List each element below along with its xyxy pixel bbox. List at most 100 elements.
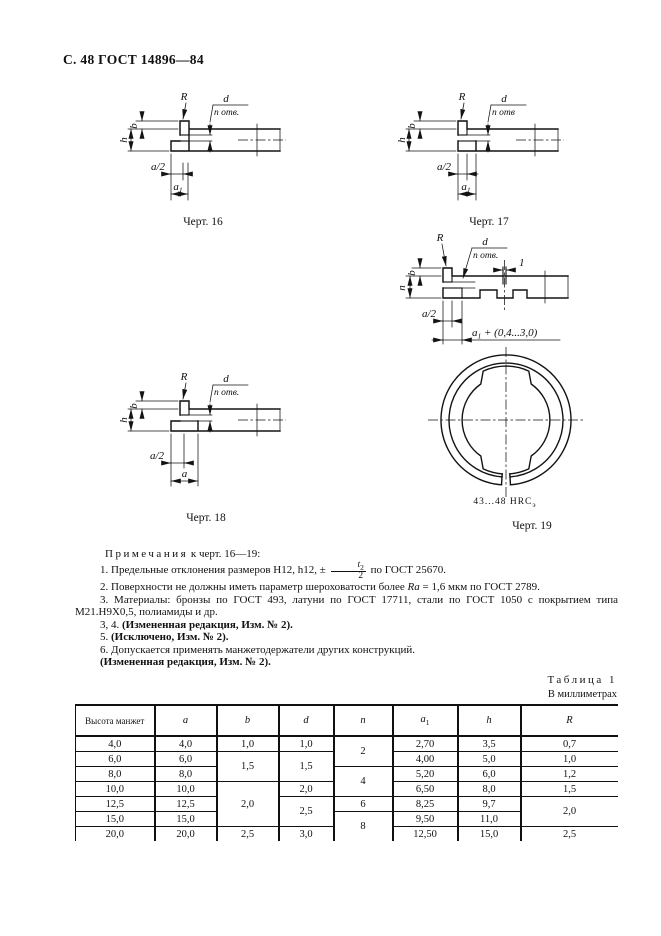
column-header-b: b xyxy=(215,705,279,737)
label-d: d xyxy=(223,373,229,385)
label-n-holes: n отв. xyxy=(473,251,498,261)
table-cell: 1,2 xyxy=(519,766,618,782)
label-d: d xyxy=(482,236,488,248)
table-cell: 1,0 xyxy=(519,751,618,767)
table-cell: 4,0 xyxy=(153,735,217,752)
table-cell: 2,5 xyxy=(277,796,334,827)
table-units: В миллиметрах xyxy=(547,689,617,700)
table-cell: 15,0 xyxy=(456,826,521,841)
table-row: 12,5 12,5 2,5 6 8,25 9,7 2,0 xyxy=(75,796,618,827)
table-cell: 2,0 xyxy=(519,796,618,827)
table-title: Таблица 1 xyxy=(547,674,617,686)
table-cell: 4,00 xyxy=(391,751,458,767)
table-cell: 8,25 xyxy=(391,796,458,812)
notes-title: Примечания к черт. 16—19: xyxy=(105,548,261,560)
fig18-drawing: R d n отв. b h a/2 a xyxy=(120,371,286,487)
table-cell: 9,50 xyxy=(391,811,458,827)
table-cell: 20,0 xyxy=(75,826,155,841)
dimensions-table: Высота манжет a b d n a1 h R 4,0 4,0 1,0… xyxy=(75,704,618,841)
label-R: R xyxy=(180,371,188,383)
table-cell: 15,0 xyxy=(153,811,217,827)
table-cell: 15,0 xyxy=(75,811,155,827)
profile-outline xyxy=(170,120,286,157)
label-a-half: a/2 xyxy=(150,450,165,462)
table-cell: 1,5 xyxy=(519,781,618,797)
label-a1: a1 xyxy=(173,181,182,195)
table-cell: 6,0 xyxy=(456,766,521,782)
table-cell: 3,0 xyxy=(277,826,334,841)
table-cell: 1,5 xyxy=(215,751,279,782)
table-cell: 6,50 xyxy=(391,781,458,797)
table-cell: 20,0 xyxy=(153,826,217,841)
note-line-6b: (Измененная редакция, Изм. № 2). xyxy=(100,656,271,669)
table-cell: 2,0 xyxy=(277,781,334,797)
table-cell: 10,0 xyxy=(75,781,155,797)
label-a-half: a/2 xyxy=(437,161,452,173)
fig17-caption: Черт. 17 xyxy=(469,216,509,228)
dim-labels: R d n отв b h a/2 a1 xyxy=(398,91,515,195)
label-b: b xyxy=(406,270,418,276)
fig16-caption: Черт. 16 xyxy=(183,216,223,228)
table-cell: 5,20 xyxy=(391,766,458,782)
table-cell: 2,70 xyxy=(391,735,458,752)
notes-section: Примечания к черт. 16—19: 1. Предельные … xyxy=(75,548,618,669)
note-line-5: 5. (Исключено, Изм. № 2). xyxy=(100,631,229,644)
table-cell: 6 xyxy=(332,796,393,812)
column-header-h: h xyxy=(456,705,521,737)
column-header-height: Высота манжет xyxy=(75,705,155,737)
label-n-holes: n отв. xyxy=(214,388,239,398)
fig19-caption: Черт. 19 xyxy=(512,520,552,532)
table-header-row: Высота манжет a b d n a1 h R xyxy=(75,705,618,737)
table-cell: 0,7 xyxy=(519,735,618,752)
label-h: h xyxy=(398,137,408,143)
table-cell: 12,5 xyxy=(153,796,217,812)
fig18-caption: Черт. 18 xyxy=(186,512,226,524)
label-d: d xyxy=(223,93,229,105)
dim-labels: R d n отв. 1 b h a/2 a1 + (0,4...3,0) xyxy=(400,232,538,341)
table-cell: 5,0 xyxy=(456,751,521,767)
label-n-holes: n отв. xyxy=(214,108,239,118)
note-line-2: 2. Поверхности не должны иметь параметр … xyxy=(100,581,540,594)
dim-labels: R d n отв. b h a/2 a xyxy=(120,371,239,480)
table-cell: 1,5 xyxy=(277,751,334,782)
table-cell: 10,0 xyxy=(153,781,217,797)
table-cell: 8,0 xyxy=(456,781,521,797)
label-slot-width: 1 xyxy=(519,257,525,269)
column-header-d: d xyxy=(277,705,334,737)
table-cell: 8,0 xyxy=(153,766,217,782)
label-d: d xyxy=(501,93,507,105)
table-row: 20,0 20,0 2,5 3,0 12,50 15,0 2,5 xyxy=(75,826,618,841)
fig17-drawing: R d n отв b h a/2 a1 xyxy=(398,91,564,201)
profile-outline xyxy=(457,120,564,157)
fig16-drawing: R d n отв. b h a/2 a1 xyxy=(120,91,286,201)
label-R: R xyxy=(180,91,188,103)
label-a1: a1 xyxy=(461,181,470,195)
table-cell: 9,7 xyxy=(456,796,521,812)
table-row: 6,0 6,0 1,5 1,5 4,00 5,0 1,0 xyxy=(75,751,618,782)
label-h: h xyxy=(120,137,130,143)
note-line-1: 1. Предельные отклонения размеров H12, h… xyxy=(100,559,447,582)
table-cell: 1,0 xyxy=(277,735,334,752)
label-n-holes: n отв xyxy=(492,108,515,118)
column-header-a1: a1 xyxy=(391,705,458,737)
label-h: h xyxy=(400,285,408,291)
table-cell: 6,0 xyxy=(153,751,217,767)
table-row: 10,0 10,0 2,0 2,0 6,50 8,0 1,5 xyxy=(75,781,618,827)
dimensions xyxy=(127,102,249,201)
profile-outline xyxy=(170,400,286,437)
table-row: 4,0 4,0 1,0 1,0 2 2,70 3,5 0,7 xyxy=(75,735,618,767)
label-a-half: a/2 xyxy=(151,161,166,173)
table-cell: 3,5 xyxy=(456,735,521,752)
label-R: R xyxy=(458,91,466,103)
label-a-half: a/2 xyxy=(422,308,437,320)
table-cell: 1,0 xyxy=(215,735,279,752)
dim-labels: R d n отв. b h a/2 a1 xyxy=(120,91,239,195)
table-cell: 8 xyxy=(332,811,393,841)
table-cell: 4,0 xyxy=(75,735,155,752)
label-b: b xyxy=(128,403,140,409)
label-b: b xyxy=(406,123,418,129)
table-cell: 2 xyxy=(332,735,393,767)
column-header-n: n xyxy=(332,705,393,737)
